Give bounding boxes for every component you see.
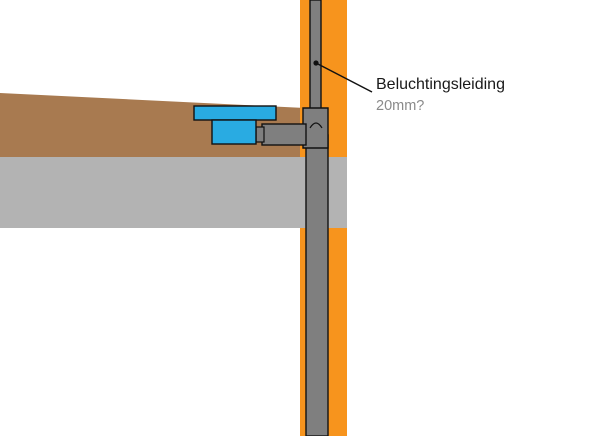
annotation-title: Beluchtingsleiding (376, 76, 505, 93)
pipe-coupling (255, 126, 265, 143)
drain-top-plate (193, 105, 277, 121)
t-joint-inner (309, 122, 323, 129)
ventilation-pipe-thin (309, 0, 322, 111)
soil-layer (0, 93, 305, 157)
annotation-subtitle: 20mm? (376, 98, 425, 114)
downpipe (305, 134, 329, 436)
floor-slab (0, 157, 347, 228)
drain-body (211, 119, 257, 145)
leader-line (315, 62, 373, 93)
horizontal-pipe (261, 123, 307, 146)
t-joint-fitting (302, 107, 329, 149)
